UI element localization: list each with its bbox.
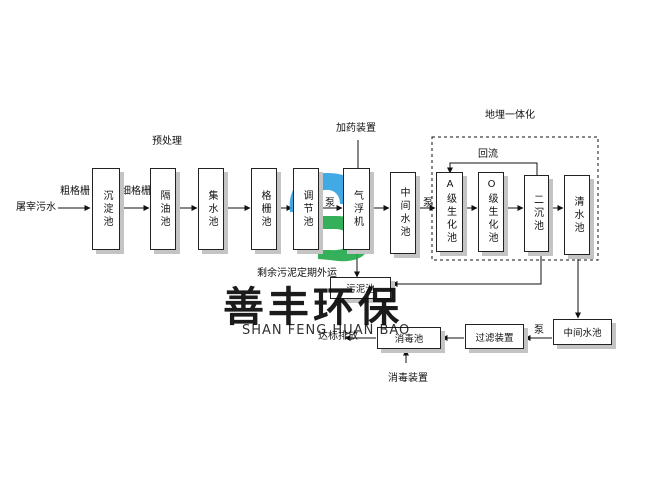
middle-water-tank-2: 中间水池 — [553, 319, 612, 345]
integrated-unit-boundary — [431, 136, 599, 261]
node-label: 二沉池 — [531, 194, 543, 233]
node-label: O级生化池 — [486, 179, 497, 245]
disinfection-device-label: 消毒装置 — [388, 373, 428, 384]
buried-integrated-label: 地埋一体化 — [485, 110, 535, 121]
pump-label: 泵 — [423, 198, 433, 209]
node-label: 污泥池 — [346, 284, 375, 295]
settling-tank: 沉淀池 — [92, 168, 120, 250]
node-label: 清水池 — [572, 195, 583, 235]
pretreatment-label: 预处理 — [152, 136, 182, 147]
node-label: 中间水池 — [563, 328, 602, 339]
disinfection-tank: 消毒池 — [377, 327, 441, 349]
reflux-label: 回流 — [478, 149, 498, 160]
air-flotation-machine: 气浮机 — [343, 168, 370, 250]
coarse-grille-label: 粗格栅 — [60, 186, 90, 197]
fine-grille-label: 细格栅 — [121, 186, 151, 197]
input-label: 屠宰污水 — [16, 202, 56, 213]
discharge-label: 达标排放 — [318, 331, 358, 342]
sludge-return-arrow — [391, 252, 542, 287]
node-label: 中间水池 — [398, 187, 409, 239]
dosing-label: 加药装置 — [336, 123, 376, 134]
a-bio-tank: A级生化池 — [436, 172, 463, 252]
watermark-brand: 善丰环保 — [223, 283, 403, 331]
node-label: 消毒池 — [394, 334, 424, 345]
node-label: 集水池 — [206, 189, 217, 229]
o-bio-tank: O级生化池 — [478, 172, 504, 252]
regulating-tank: 调节池 — [293, 168, 319, 250]
node-label: 调节池 — [301, 189, 312, 229]
node-label: 过滤装置 — [475, 332, 514, 344]
node-label: 格栅池 — [259, 189, 270, 229]
clear-water-tank: 清水池 — [564, 175, 590, 255]
pump-label: 泵 — [325, 198, 335, 209]
node-label: 气浮机 — [351, 189, 363, 229]
pump-label: 泵 — [534, 325, 544, 336]
watermark-brand-en: SHAN FENG HUAN BAO — [242, 323, 411, 338]
collection-tank: 集水池 — [198, 168, 224, 250]
filter-device: 过滤装置 — [465, 324, 524, 349]
grille-tank: 格栅池 — [251, 168, 277, 250]
node-label: A级生化池 — [444, 179, 456, 245]
secondary-settling-tank: 二沉池 — [524, 175, 549, 252]
sludge-tank: 污泥池 — [330, 277, 391, 299]
sludge-out-label: 剩余污泥定期外运 — [257, 268, 337, 279]
node-label: 隔油池 — [158, 189, 169, 229]
oil-separator: 隔油池 — [150, 168, 176, 250]
reflux-arrow — [447, 162, 538, 175]
middle-water-tank: 中间水池 — [390, 172, 416, 254]
node-label: 沉淀池 — [101, 189, 112, 229]
